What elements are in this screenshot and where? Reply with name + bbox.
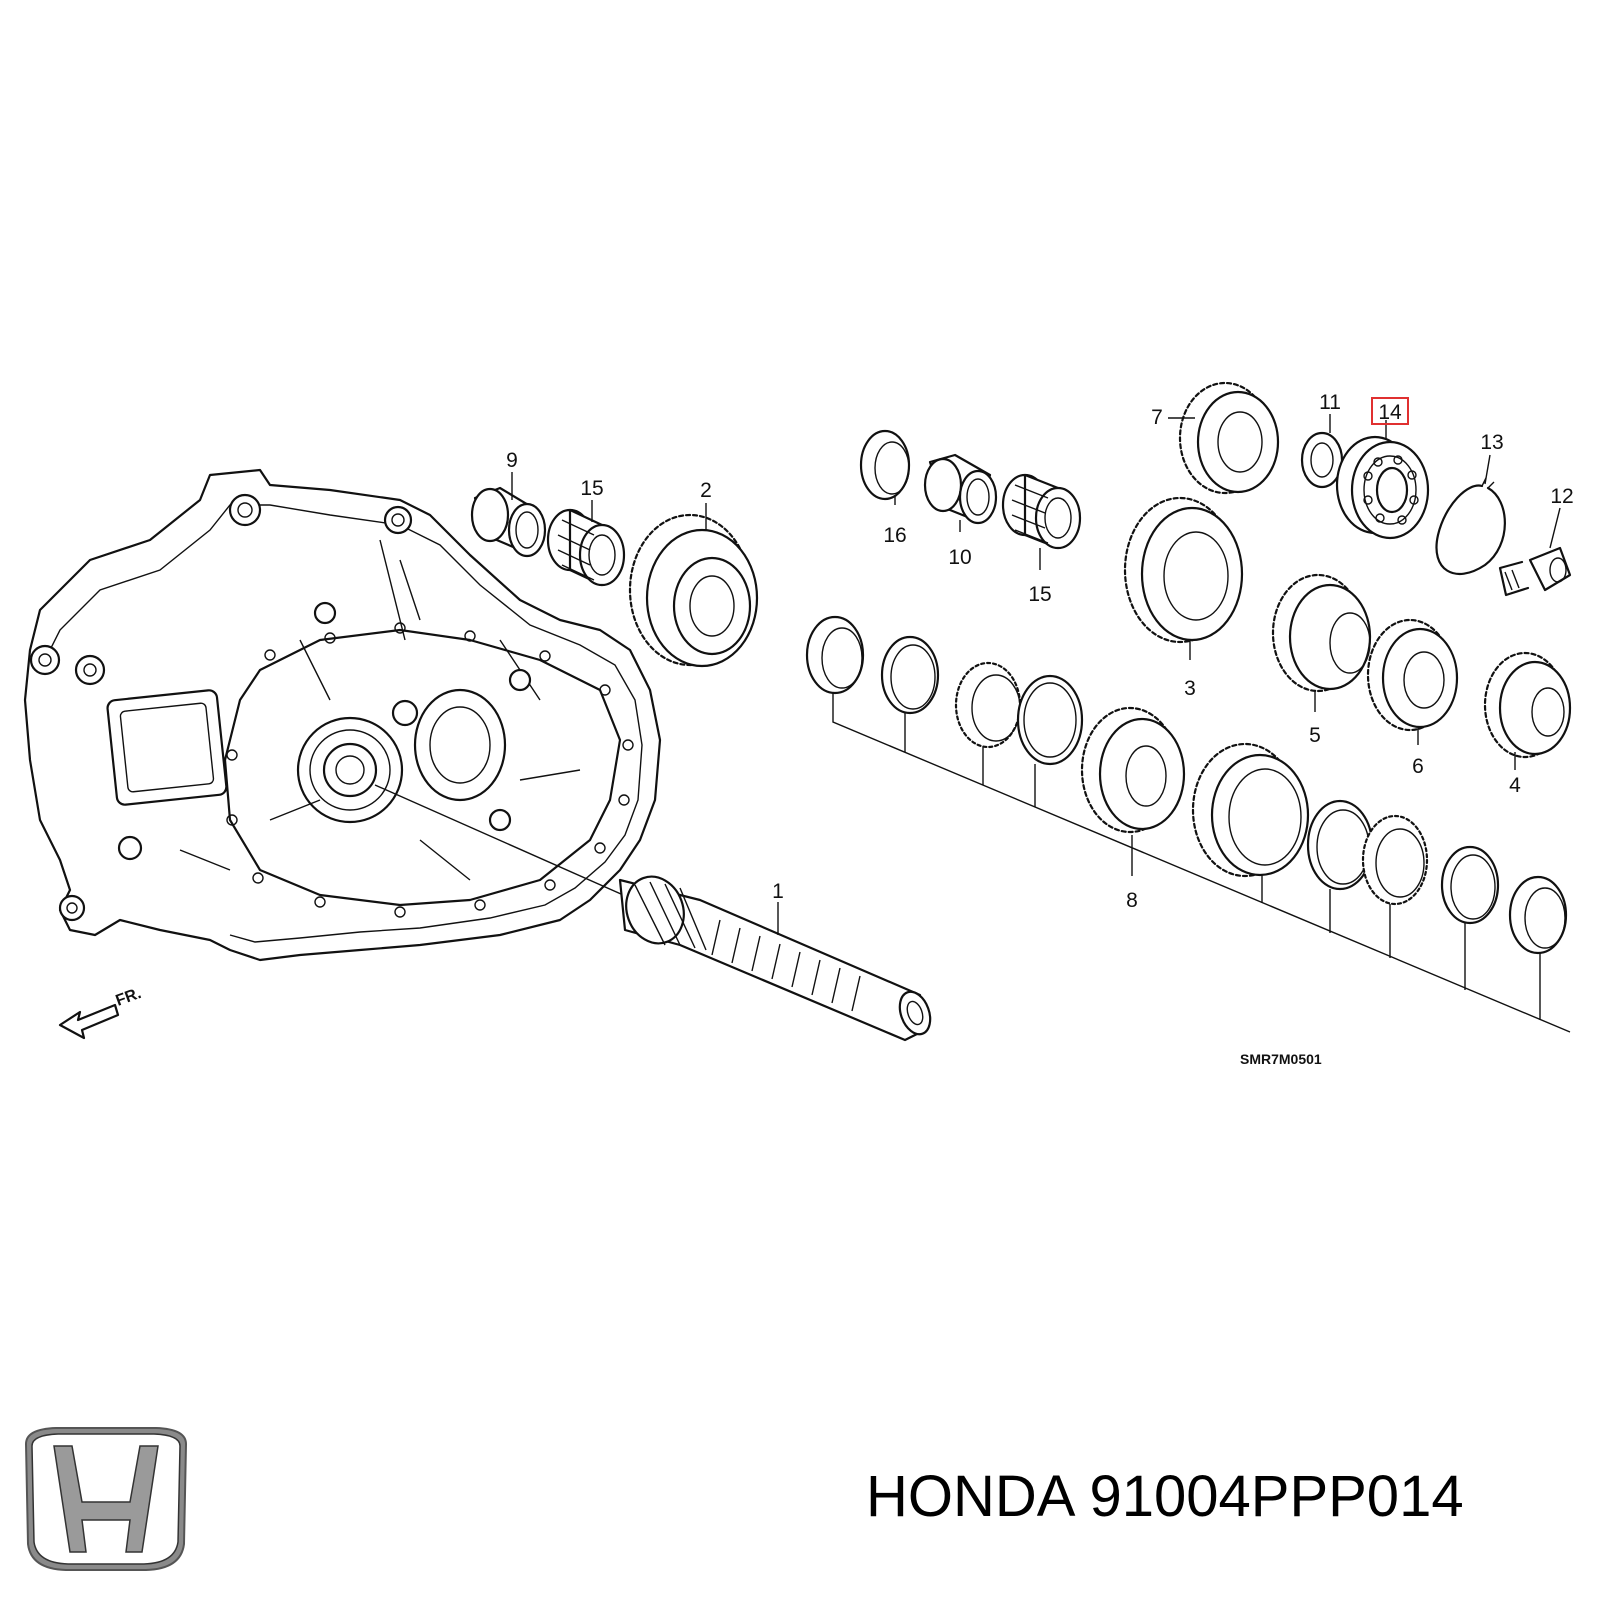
synchro-hub-1 [954,661,1022,749]
callout-6: 6 [1412,755,1424,778]
bracket-leaders [832,693,1571,1033]
callout-1: 1 [772,880,784,903]
synchro-ring-5 [1440,845,1500,925]
synchro-ring-4 [1306,799,1374,891]
callout-13: 13 [1480,431,1503,454]
callout-9: 9 [506,449,518,472]
callout-15-right: 15 [1028,583,1051,606]
part-number: 91004PPP014 [1089,1464,1464,1529]
part-12-bolt [1498,546,1572,597]
part-10-collar [923,453,998,525]
callout-11: 11 [1319,391,1341,414]
synchro-ring-6 [1508,875,1568,955]
callout-10: 10 [948,546,971,569]
brand-name: HONDA [866,1464,1076,1529]
part-4-gear [1483,651,1572,759]
front-direction-arrow-icon [58,1003,120,1040]
synchro-hub-2 [1361,814,1429,906]
callout-14: 14 [1378,401,1402,424]
part-7-gear [1178,381,1280,495]
callout-8: 8 [1126,889,1138,912]
callout-4: 4 [1509,774,1521,797]
part-8-synchro-hub [1080,706,1186,834]
part-13-snap-ring [1435,477,1506,575]
synchro-sleeve [1191,742,1310,878]
honda-h-logo-icon [24,1427,188,1571]
synchro-ring-3 [1016,674,1084,766]
transmission-housing [23,468,662,962]
part-15-needle-bearing [546,508,626,587]
part-16-ring [859,429,911,501]
callout-16: 16 [883,524,906,547]
synchro-ring-2 [880,635,940,715]
part-11-washer [1300,431,1344,489]
part-14-highlight-box [1371,397,1409,425]
callout-15-left: 15 [580,477,603,500]
part-15-needle-bearing-2 [1001,473,1082,550]
callout-12: 12 [1550,485,1573,508]
part-5-gear [1271,573,1372,693]
part-14-ball-bearing [1335,435,1430,540]
part-3-gear [1123,496,1244,644]
front-direction-label: FR. [114,985,144,1010]
mainshaft [618,875,932,1042]
part-9-collar [470,486,547,558]
callout-3: 3 [1184,677,1196,700]
callout-2: 2 [700,479,712,502]
callout-7: 7 [1151,406,1163,429]
part-2-gear [628,513,759,668]
synchro-ring-1 [805,615,865,695]
callout-5: 5 [1309,724,1321,747]
diagram-code: SMR7M0501 [1240,1051,1322,1067]
part-6-gear [1366,618,1459,732]
callout-leaders [511,414,1561,935]
